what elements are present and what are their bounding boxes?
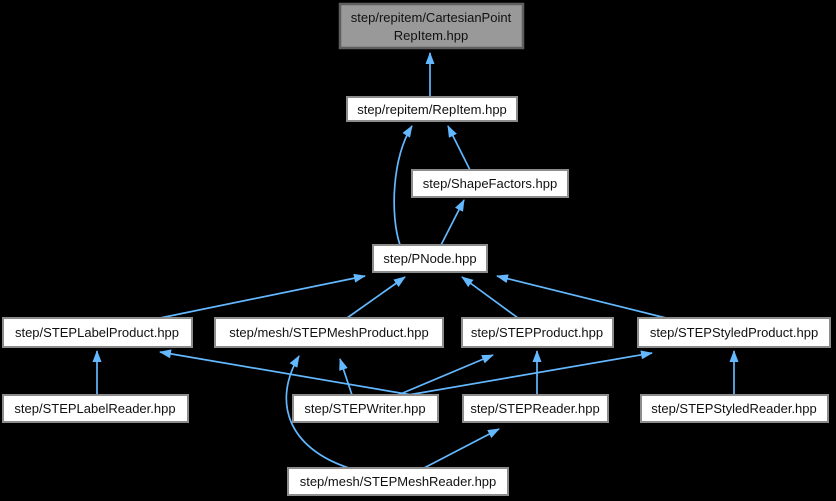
node-box-stepmeshreader[interactable] <box>287 467 509 496</box>
node-pnode[interactable]: step/PNode.hpp <box>372 244 488 273</box>
node-box-shapefactors[interactable] <box>411 169 569 198</box>
node-label-stepwriter[interactable]: step/STEPWriter.hpp <box>304 401 425 416</box>
edge-stepmeshreader-to-stepmeshproduct <box>285 355 350 469</box>
node-label-cartesianpointrepitem-line2[interactable]: RepItem.hpp <box>394 28 468 43</box>
node-label-stepstyledreader[interactable]: step/STEPStyledReader.hpp <box>651 401 817 416</box>
node-label-steplabelreader[interactable]: step/STEPLabelReader.hpp <box>14 401 175 416</box>
node-box-stepreader[interactable] <box>462 394 609 423</box>
node-label-repitem[interactable]: step/repitem/RepItem.hpp <box>357 102 507 117</box>
node-label-pnode[interactable]: step/PNode.hpp <box>383 251 476 266</box>
node-label-cartesianpointrepitem-line1[interactable]: step/repitem/CartesianPoint <box>351 10 512 25</box>
node-label-stepmeshreader[interactable]: step/mesh/STEPMeshReader.hpp <box>300 474 497 489</box>
edge-group <box>92 52 739 469</box>
edge-shapefactors-to-repitem <box>447 125 471 171</box>
edge-pnode-to-repitem <box>393 125 413 246</box>
node-steplabelproduct[interactable]: step/STEPLabelProduct.hpp <box>2 317 193 348</box>
node-box-stepstyledproduct[interactable] <box>637 317 831 348</box>
node-box-repitem[interactable] <box>346 96 518 122</box>
edge-stepwriter-to-stepproduct <box>397 354 494 396</box>
node-label-shapefactors[interactable]: step/ShapeFactors.hpp <box>423 176 557 191</box>
edge-steplabelproduct-to-pnode <box>159 273 366 319</box>
node-label-stepproduct[interactable]: step/STEPProduct.hpp <box>471 325 603 340</box>
node-stepstyledproduct[interactable]: step/STEPStyledProduct.hpp <box>637 317 831 348</box>
edge-stepwriter-to-stepstyledproduct <box>407 350 653 396</box>
node-shapefactors[interactable]: step/ShapeFactors.hpp <box>411 169 569 198</box>
node-stepmeshproduct[interactable]: step/mesh/STEPMeshProduct.hpp <box>214 317 444 348</box>
edge-stepwriter-to-steplabelproduct <box>159 349 413 396</box>
edge-stepproduct-to-pnode <box>461 276 519 319</box>
edge-stepwriter-to-stepmeshproduct <box>339 358 353 396</box>
edge-stepstyledproduct-to-pnode <box>496 274 667 319</box>
node-box-stepwriter[interactable] <box>292 394 439 423</box>
node-stepreader[interactable]: step/STEPReader.hpp <box>462 394 609 423</box>
node-box-steplabelproduct[interactable] <box>2 317 193 348</box>
edge-stepmeshreader-to-stepreader <box>423 428 500 469</box>
node-label-steplabelproduct[interactable]: step/STEPLabelProduct.hpp <box>15 325 179 340</box>
node-stepproduct[interactable]: step/STEPProduct.hpp <box>461 317 614 348</box>
node-steplabelreader[interactable]: step/STEPLabelReader.hpp <box>2 394 189 423</box>
node-label-stepstyledproduct[interactable]: step/STEPStyledProduct.hpp <box>650 325 818 340</box>
node-stepmeshreader[interactable]: step/mesh/STEPMeshReader.hpp <box>287 467 509 496</box>
node-repitem[interactable]: step/repitem/RepItem.hpp <box>346 96 518 122</box>
node-stepwriter[interactable]: step/STEPWriter.hpp <box>292 394 439 423</box>
node-label-stepreader[interactable]: step/STEPReader.hpp <box>470 401 599 416</box>
node-box-stepproduct[interactable] <box>461 317 614 348</box>
node-box-steplabelreader[interactable] <box>2 394 189 423</box>
node-cartesianpointrepitem[interactable]: step/repitem/CartesianPoint RepItem.hpp <box>338 2 525 50</box>
node-stepstyledreader[interactable]: step/STEPStyledReader.hpp <box>640 394 829 423</box>
node-box-stepstyledreader[interactable] <box>640 394 829 423</box>
edge-pnode-to-shapefactors <box>440 199 465 246</box>
node-box-cartesianpointrepitem[interactable] <box>338 2 525 50</box>
node-label-stepmeshproduct[interactable]: step/mesh/STEPMeshProduct.hpp <box>229 325 428 340</box>
edge-stepmeshproduct-to-pnode <box>346 276 406 319</box>
node-box-pnode[interactable] <box>372 244 488 273</box>
node-box-stepmeshproduct[interactable] <box>214 317 444 348</box>
